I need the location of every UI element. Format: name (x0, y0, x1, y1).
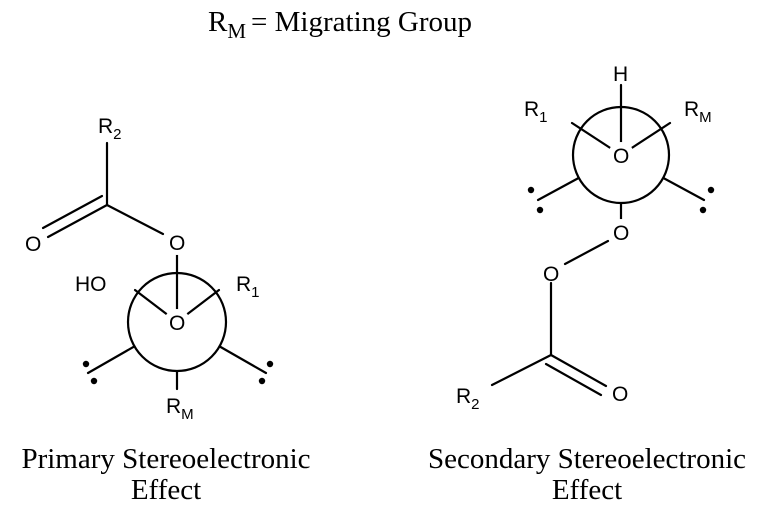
secondary-structure: H R1 RM O O O R2 O (456, 63, 715, 413)
secondary-lone-pair-left-1 (527, 186, 535, 194)
primary-r2-label: R2 (98, 115, 122, 143)
secondary-ester-o: O (543, 263, 559, 286)
secondary-peroxide-o: O (613, 222, 629, 245)
primary-lone-pair-left-2 (90, 377, 98, 385)
header-equals-text: = Migrating Group (251, 6, 472, 38)
secondary-r1-label: R1 (524, 98, 548, 126)
primary-rm-label: RM (166, 395, 194, 423)
bond-carbonyl-o-1 (549, 353, 608, 388)
bond-carbonyl-ester-o (105, 203, 165, 236)
header-title: RM= Migrating Group (208, 6, 472, 43)
bond-carbonyl-o-2 (41, 194, 104, 230)
primary-carbonyl-o: O (25, 233, 41, 256)
header-r-symbol: R (208, 6, 228, 38)
secondary-carbonyl-o: O (612, 383, 628, 406)
secondary-lone-pair-left-2 (536, 206, 544, 214)
secondary-lone-pair-right-1 (707, 186, 715, 194)
secondary-rm-label: RM (684, 98, 712, 126)
primary-caption-line2: Effect (131, 474, 201, 506)
primary-ring-o: O (169, 312, 185, 335)
secondary-h-label: H (613, 63, 628, 86)
header-r-subscript: M (227, 19, 246, 43)
primary-ester-o: O (169, 232, 185, 255)
primary-ho-label: HO (75, 273, 107, 296)
secondary-caption-line2: Effect (552, 474, 622, 506)
bond-carbonyl-o-1 (46, 203, 109, 239)
secondary-caption-line1: Secondary Stereoelectronic (428, 443, 746, 475)
bond-carbonyl-r2 (490, 353, 553, 387)
primary-lone-pair-right-1 (266, 360, 274, 368)
primary-r1-label: R1 (236, 273, 260, 301)
secondary-r2-label: R2 (456, 385, 480, 413)
primary-lone-pair-left-1 (82, 360, 90, 368)
primary-lone-pair-right-2 (258, 377, 266, 385)
primary-structure: R2 O O HO R1 O RM (21, 115, 274, 423)
bond-carbonyl-o-2 (544, 362, 603, 397)
secondary-ring-o: O (613, 145, 629, 168)
secondary-lone-pair-right-2 (699, 206, 707, 214)
bond-peroxide-oo (563, 239, 610, 266)
primary-caption-line1: Primary Stereoelectronic (21, 443, 310, 475)
